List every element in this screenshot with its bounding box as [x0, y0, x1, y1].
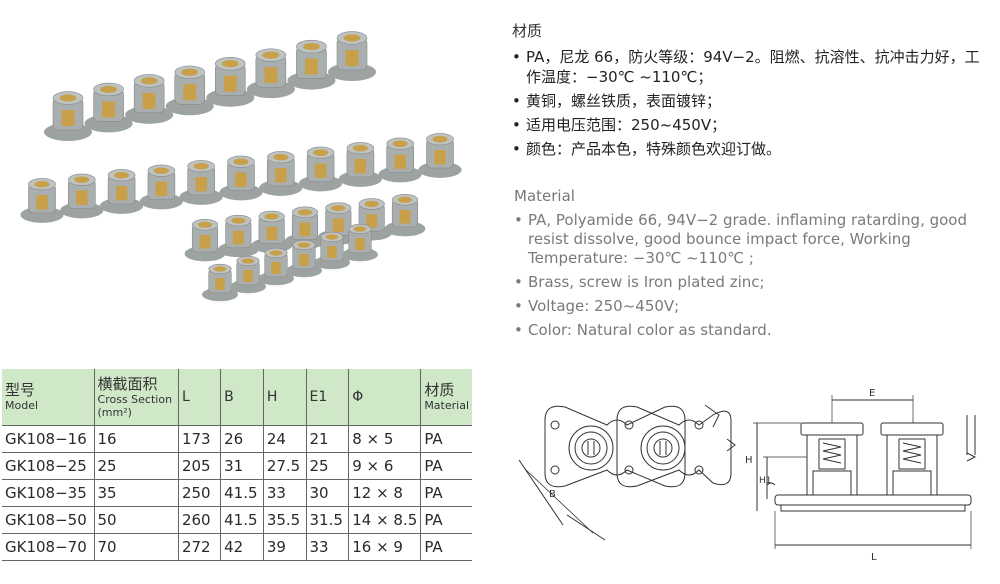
table-cell: PA [420, 506, 472, 534]
table-cell: 272 [177, 533, 221, 561]
col-phi: Φ [348, 369, 421, 426]
table-cell: 27.5 [262, 452, 307, 480]
dim-h-label: H [745, 455, 753, 466]
top-view: B [518, 404, 736, 541]
table-cell: GK108−35 [2, 479, 95, 507]
table-cell: 33 [305, 533, 349, 561]
col-e1: E1 [305, 369, 349, 426]
dim-h1-label: H1 [759, 476, 772, 486]
table-cell: PA [420, 533, 472, 561]
table-cell: 31.5 [305, 506, 349, 534]
dim-l-label: L [871, 552, 877, 563]
en-item: •Voltage: 250~450V; [514, 297, 680, 315]
cn-item: •PA，尼龙 66，防火等级：94V−2。阻燃、抗溶性、抗冲击力好，工作温度：−… [512, 48, 980, 86]
cn-item: •黄铜，螺丝铁质，表面镀锌； [512, 92, 722, 110]
material-spec-en: Material •PA, Polyamide 66, 94V−2 grade.… [514, 187, 994, 345]
connector-strip [20, 133, 462, 223]
table-cell: GK108−16 [2, 425, 95, 453]
table-cell: 16 [93, 425, 179, 453]
table-cell: 42 [220, 533, 264, 561]
col-h: H [262, 369, 307, 426]
table-cell: 70 [93, 533, 179, 561]
table-cell: 21 [305, 425, 349, 453]
table-cell: 24 [262, 425, 307, 453]
en-item: •Color: Natural color as standard. [514, 321, 772, 339]
table-cell: GK108−25 [2, 452, 95, 480]
dim-e-label: E [869, 388, 875, 399]
table-cell: 250 [177, 479, 221, 507]
table-cell: GK108−50 [2, 506, 95, 534]
table-cell: PA [420, 479, 472, 507]
table-cell: 26 [220, 425, 264, 453]
table-cell: 25 [93, 452, 179, 480]
table-cell: 16 × 9 [348, 533, 421, 561]
table-cell: 31 [220, 452, 264, 480]
table-cell: 14 × 8.5 [348, 506, 421, 534]
table-cell: GK108−70 [2, 533, 95, 561]
table-cell: 41.5 [220, 506, 264, 534]
table-cell: 30 [305, 479, 349, 507]
en-item: •PA, Polyamide 66, 94V−2 grade. inflamin… [514, 211, 967, 267]
table-cell: 35.5 [262, 506, 307, 534]
side-view: E H H1 L [745, 388, 977, 563]
cn-item: •适用电压范围：250~450V； [512, 116, 727, 134]
table-cell: 173 [177, 425, 221, 453]
table-cell: 35 [93, 479, 179, 507]
table-cell: PA [420, 452, 472, 480]
connector-strip [184, 194, 426, 262]
table-cell: 33 [262, 479, 307, 507]
technical-drawing: B E H [505, 385, 995, 580]
table-cell: 9 × 6 [348, 452, 421, 480]
connector-strip [202, 223, 378, 302]
table-cell: 12 × 8 [348, 479, 421, 507]
connector-strip [44, 31, 376, 141]
en-item: •Brass, screw is Iron plated zinc; [514, 273, 765, 291]
col-b: B [220, 369, 264, 426]
table-cell: 8 × 5 [348, 425, 421, 453]
table-cell: 25 [305, 452, 349, 480]
dim-b-label: B [549, 489, 556, 500]
cn-item: •颜色：产品本色，特殊颜色欢迎订做。 [512, 140, 782, 158]
product-photo [0, 10, 480, 325]
en-title: Material [514, 187, 575, 205]
table-cell: 260 [177, 506, 221, 534]
col-l: L [177, 369, 221, 426]
table-cell: PA [420, 425, 472, 453]
table-cell: 205 [177, 452, 221, 480]
table-cell: 39 [262, 533, 307, 561]
material-spec-cn: 材质 •PA，尼龙 66，防火等级：94V−2。阻燃、抗溶性、抗冲击力好，工作温… [512, 20, 992, 163]
table-cell: 50 [93, 506, 179, 534]
table-cell: 41.5 [220, 479, 264, 507]
cn-title: 材质 [512, 22, 543, 40]
